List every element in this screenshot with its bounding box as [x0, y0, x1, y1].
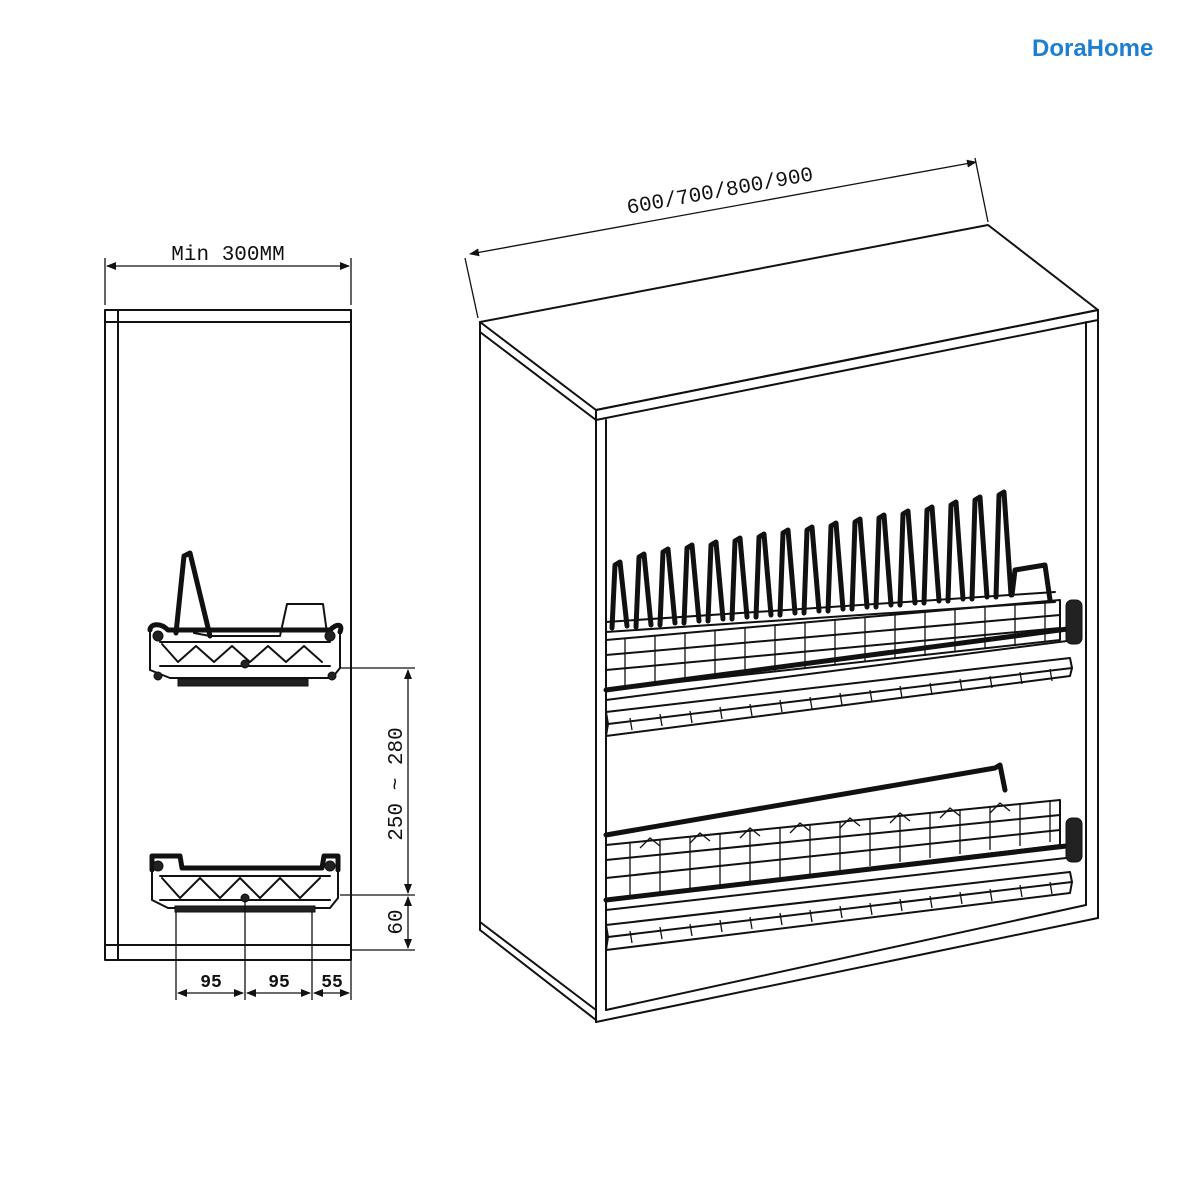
depth-label-3: 55	[321, 973, 343, 993]
lower-bowl-rack	[603, 762, 1083, 951]
upper-plate-rack	[603, 489, 1083, 737]
depth-label-2: 95	[268, 973, 290, 993]
side-view: Min 300MM	[104, 244, 415, 1000]
brand-name: DoraHome	[1032, 35, 1153, 62]
side-vertical-dimensions: 250 ~ 280 60	[340, 667, 415, 951]
side-depth-dimensions: 95 95 55	[175, 900, 352, 1000]
upper-drip-tray-ribs	[629, 668, 1053, 731]
front-width-label: 600/700/800/900	[625, 164, 815, 220]
side-width-label: Min 300MM	[171, 244, 284, 267]
front-width-dimension: 600/700/800/900	[464, 157, 989, 319]
upper-basket-side	[147, 550, 344, 687]
lower-drip-tray-ribs	[629, 881, 1053, 944]
spacing-label: 250 ~ 280	[386, 727, 409, 840]
bottom-offset-label: 60	[386, 909, 409, 934]
brand-logo: DoraHome	[1032, 35, 1153, 62]
side-width-dimension: Min 300MM	[104, 244, 352, 305]
depth-label-1: 95	[200, 973, 222, 993]
side-cabinet-outline	[104, 309, 352, 961]
bowl-pegs	[639, 802, 1011, 849]
upper-basket-grid	[624, 601, 1046, 688]
plate-dividers	[609, 489, 1014, 631]
front-view: 600/700/800/900	[464, 157, 1099, 1023]
lower-basket-grid	[629, 800, 1051, 898]
